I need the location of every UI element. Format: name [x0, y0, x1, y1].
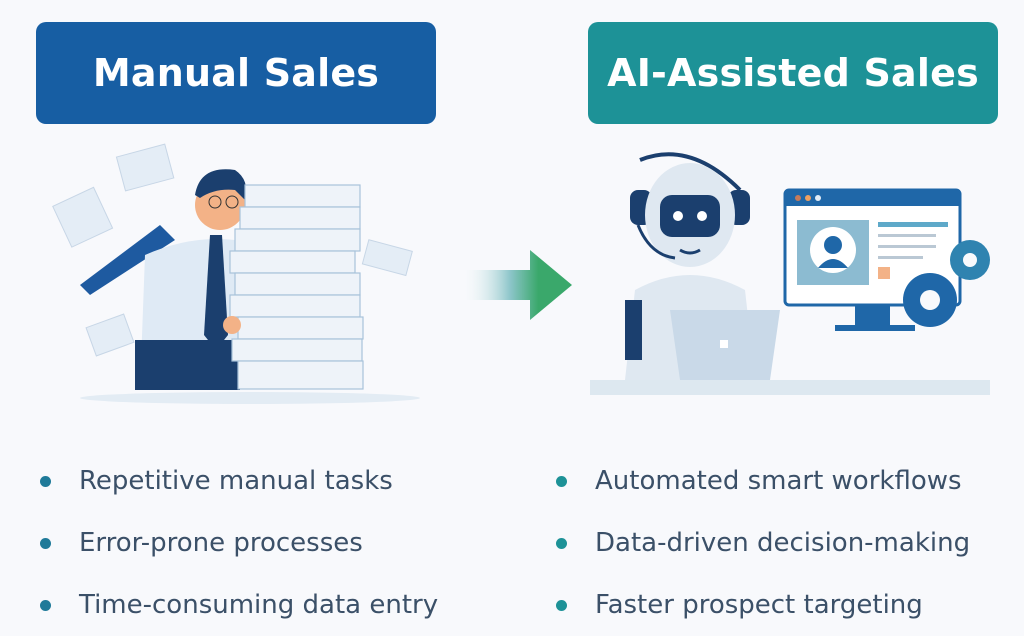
list-item: Data-driven decision-making	[556, 512, 970, 574]
ai-sales-points: Automated smart workflows Data-driven de…	[556, 450, 970, 636]
point-text: Error-prone processes	[79, 528, 363, 558]
ai-sales-title: AI-Assisted Sales	[607, 51, 979, 95]
list-item: Repetitive manual tasks	[40, 450, 438, 512]
bullet-icon	[40, 537, 51, 549]
bullet-icon	[40, 599, 51, 611]
gear-icon	[903, 273, 957, 327]
point-text: Automated smart workflows	[595, 466, 962, 496]
manual-sales-header: Manual Sales	[36, 22, 436, 124]
robot-illustration	[590, 152, 990, 395]
list-item: Error-prone processes	[40, 512, 438, 574]
list-item: Time-consuming data entry	[40, 574, 438, 636]
point-text: Data-driven decision-making	[595, 528, 971, 558]
point-text: Repetitive manual tasks	[79, 466, 393, 496]
gear-icon-small	[950, 240, 990, 280]
point-text: Faster prospect targeting	[595, 590, 923, 620]
bullet-icon	[556, 537, 567, 549]
point-text: Time-consuming data entry	[79, 590, 439, 620]
manual-sales-points: Repetitive manual tasks Error-prone proc…	[40, 450, 438, 636]
bullet-icon	[556, 475, 567, 487]
stressed-man-illustration	[52, 143, 420, 404]
list-item: Faster prospect targeting	[556, 574, 970, 636]
bullet-icon	[40, 475, 51, 487]
bullet-icon	[556, 599, 567, 611]
arrow-right-icon	[460, 250, 572, 320]
ai-sales-header: AI-Assisted Sales	[588, 22, 998, 124]
list-item: Automated smart workflows	[556, 450, 970, 512]
manual-sales-title: Manual Sales	[92, 51, 380, 95]
